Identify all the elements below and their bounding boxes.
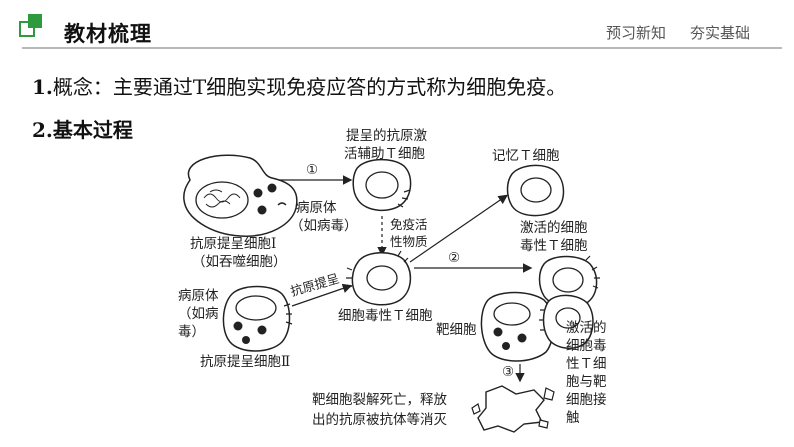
target-label: 靶细胞 [436, 322, 477, 338]
memory-label: 记忆Ｔ细胞 [492, 148, 560, 164]
contact-label-4: 胞与靶 [566, 374, 607, 390]
concept-number: 1. [32, 75, 53, 99]
pathogen1-label-1: 病原体 [296, 200, 337, 216]
antigen-present-label: 抗原提呈 [289, 271, 341, 299]
arrow-to-memory [409, 194, 508, 263]
target-cell [480, 291, 554, 362]
helper-label-2: 活辅助Ｔ细胞 [344, 146, 425, 162]
cytotoxic-label: 细胞毒性Ｔ细胞 [338, 308, 433, 324]
pathogen1-label-2: （如病毒） [290, 218, 358, 234]
apc1-cell [183, 154, 298, 237]
apc2-cell [222, 285, 293, 352]
header-tag-preview: 预习新知 [606, 24, 667, 42]
cytotoxic-t-cell [346, 250, 412, 306]
contact-label-6: 触 [566, 410, 580, 426]
cytokine-label-1: 免疫活 [390, 217, 428, 232]
pathogen2-label-1: 病原体 [178, 288, 219, 304]
memory-t-cell [506, 164, 565, 217]
contact-label-2: 细胞毒 [566, 338, 607, 354]
concept-line: 1.概念：主要通过T细胞实现免疫应答的方式称为细胞免疫。 [32, 71, 566, 100]
arrow-antigen-present [291, 283, 353, 307]
contact-t-cell [539, 294, 594, 350]
contact-label-3: 性Ｔ细 [566, 356, 607, 372]
concept-text: 概念：主要通过T细胞实现免疫应答的方式称为细胞免疫。 [52, 75, 567, 99]
step1-label: ① [306, 162, 318, 178]
header-square-filled-icon [28, 14, 42, 28]
section-title: 教材梳理 [64, 22, 152, 46]
activated-label-1: 激活的细胞 [520, 220, 588, 236]
lysis-label-2: 出的抗原被抗体等消灭 [312, 411, 447, 428]
pathogen2-label-2: （如病 [178, 306, 219, 322]
activated-t-cell [538, 255, 600, 308]
step3-label: ③ [502, 364, 514, 380]
step2-label: ② [448, 250, 460, 266]
cytokine-label-2: 性物质 [390, 234, 428, 249]
apc1-nucleus [195, 181, 249, 219]
page-header: 教材梳理 预习新知 夯实基础 [0, 0, 794, 60]
pathogen2-label-3: 毒） [178, 324, 205, 340]
contact-label-5: 细胞接 [566, 391, 607, 408]
helper-label-1: 提呈的抗原激 [346, 128, 427, 144]
apc2-label: 抗原提呈细胞Ⅱ [200, 354, 290, 370]
header-decoration [19, 14, 782, 49]
header-tag-foundation: 夯实基础 [690, 24, 751, 42]
contact-label-1: 激活的 [566, 320, 607, 336]
process-heading: 2.基本过程 [32, 118, 133, 142]
helper-t-cell [352, 158, 412, 212]
apc1-label-2: （如吞噬细胞） [192, 254, 287, 270]
activated-label-2: 毒性Ｔ细胞 [520, 238, 588, 254]
lysis-label-1: 靶细胞裂解死亡，释放 [312, 392, 447, 408]
lysed-cell [471, 385, 555, 433]
header-square-outline-icon [19, 21, 35, 37]
apc1-label-1: 抗原提呈细胞Ⅰ [190, 236, 276, 252]
